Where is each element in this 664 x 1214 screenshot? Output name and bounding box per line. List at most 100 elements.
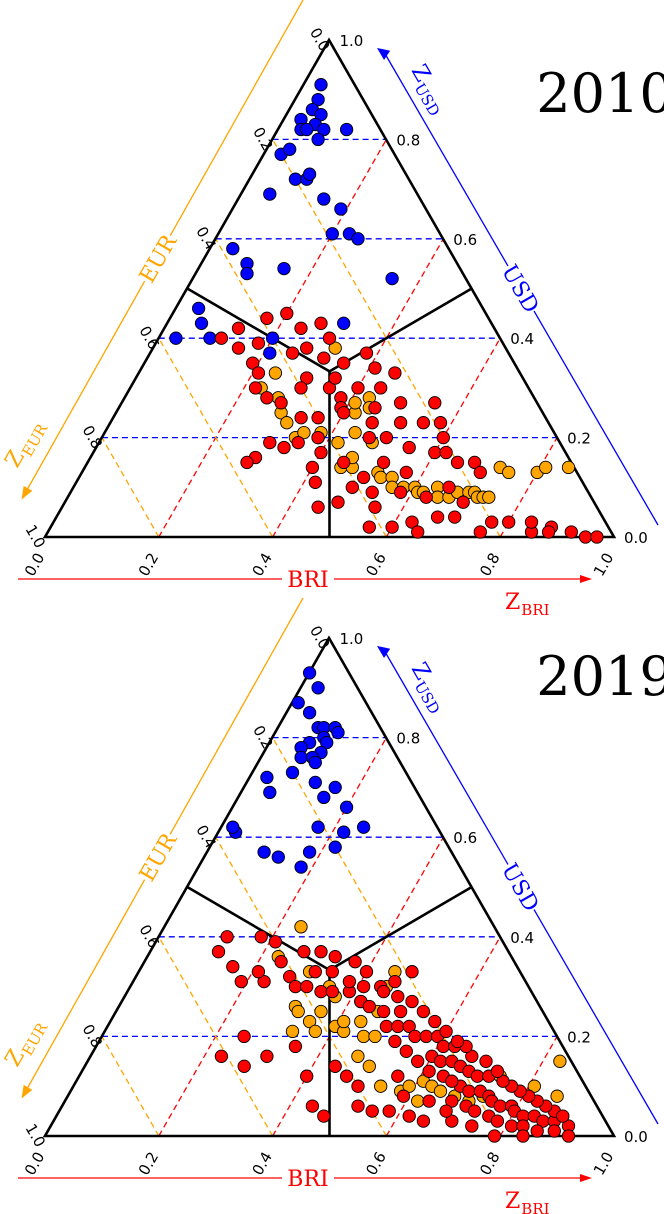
data-point [322,381,337,395]
bri-gridline [499,1036,558,1137]
bri-tick-label: 0.0 [21,1149,49,1179]
bri-gridline [158,139,387,538]
data-point [237,1029,251,1044]
bri-tick-label: 0.8 [476,550,504,580]
data-point [328,341,342,355]
data-point [391,1019,405,1034]
data-point [251,336,266,350]
usd-tick-label: 0.0 [624,529,648,547]
bri-label-backdrop [282,567,334,591]
bri-tick-label: 0.8 [476,1149,504,1179]
data-point [524,515,539,529]
data-point [288,172,303,186]
usd-tick-label: 0.6 [453,231,477,249]
data-point [317,122,331,137]
data-point [439,1104,453,1118]
data-point [374,470,388,485]
data-point [268,935,283,949]
data-point [556,1109,570,1123]
data-point [334,202,348,216]
data-point [337,406,351,420]
data-point [442,480,456,494]
data-point [302,666,317,680]
data-point [396,1089,411,1103]
data-point [351,1079,365,1093]
bri-symbol: ZBRI [505,1189,550,1214]
data-point [311,132,325,147]
data-point [277,261,291,276]
data-point [467,1104,482,1118]
data-point [428,445,442,460]
usd-symbol-subscript: USD [410,678,443,717]
usd-axis-arrowhead [377,47,391,61]
data-point [433,1084,448,1098]
data-point [405,515,419,529]
data-point [226,960,240,974]
data-point [368,1029,382,1044]
data-point [263,187,277,201]
data-point [237,1059,251,1073]
data-point [288,1039,303,1054]
data-point [416,1004,431,1019]
data-point [311,430,325,445]
data-point [308,475,322,489]
data-point [285,346,300,360]
data-point [354,1014,368,1029]
bri-tick-label: 0.4 [249,1149,277,1179]
eur-gridline [101,437,160,538]
data-point [191,301,206,316]
data-point [294,750,308,765]
data-point [382,1104,396,1118]
data-point [291,696,305,710]
data-point [530,1124,544,1138]
data-point [300,122,314,137]
data-point [285,1024,300,1039]
data-point [339,1069,354,1083]
data-point [351,1049,365,1063]
data-point [456,495,470,509]
bri-symbol-subscript: BRI [521,1200,549,1214]
eur-gridline [158,936,274,1137]
data-point [297,945,311,959]
data-point [314,445,328,460]
data-point [194,316,209,330]
data-point [402,1079,416,1093]
bri-tick-label: 0.0 [21,550,49,580]
data-point [527,1079,541,1093]
data-point [311,681,325,695]
usd-axis-arrowhead [377,645,391,659]
data-point [439,1024,453,1039]
data-point [561,1129,576,1143]
data-point [325,984,339,999]
data-point [274,396,288,410]
data-point [362,999,376,1014]
data-point [246,356,260,370]
data-point [305,1099,320,1113]
data-point [302,845,317,859]
bri-tick-label: 0.2 [135,550,163,580]
eur-symbol: ZEUR [1,415,52,474]
usd-tick-label: 0.4 [510,929,534,947]
data-point [302,167,317,181]
bri-axis-arrowhead [580,575,592,583]
data-point [314,984,328,999]
data-point [280,306,294,321]
data-point [356,470,371,485]
usd-tick-label: 0.8 [396,131,420,149]
data-point [516,1129,530,1143]
eur-tick-label: 0.2 [249,124,277,154]
bri-axis-arrowhead [580,1174,592,1182]
data-point [337,455,351,470]
data-point [220,930,234,944]
data-point [473,465,487,480]
data-point [328,1059,342,1073]
data-point [351,381,365,395]
data-point [339,122,354,137]
data-point [490,1064,505,1078]
eur-tick-label: 0.0 [306,25,334,55]
data-point [345,480,359,494]
data-point [445,1114,459,1128]
data-point [368,361,382,375]
eur-tick-label: 0.6 [135,323,163,353]
data-point [311,500,325,514]
